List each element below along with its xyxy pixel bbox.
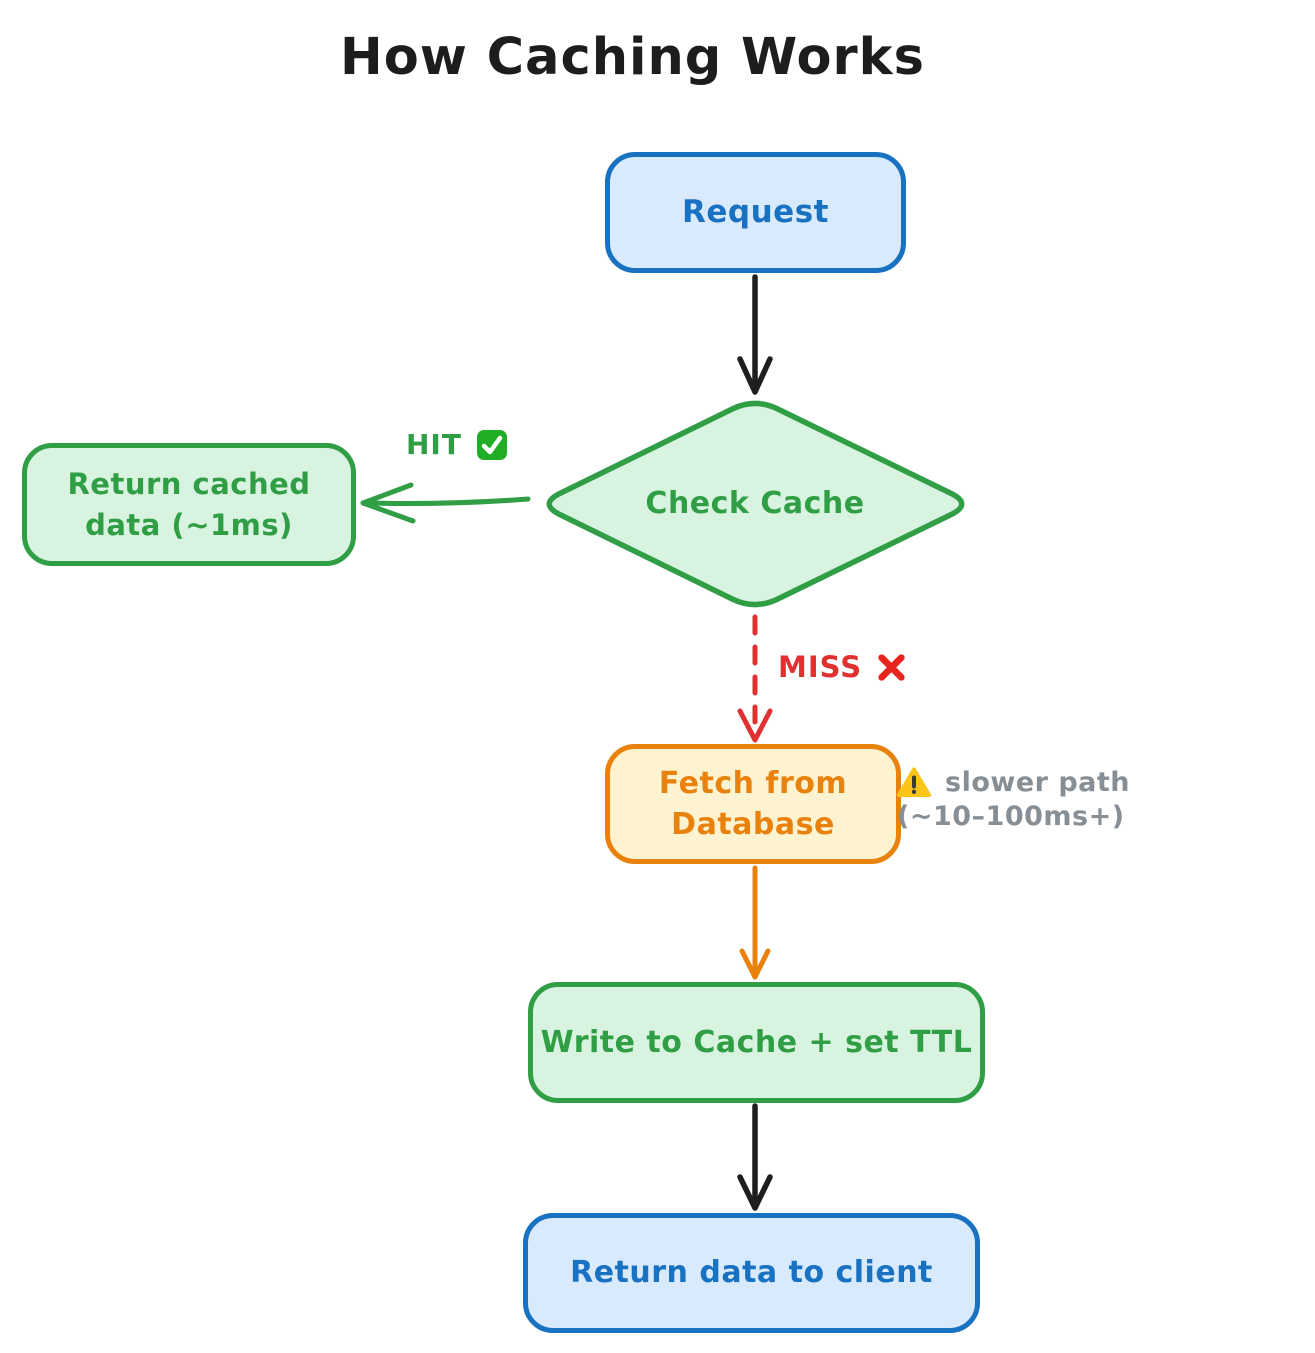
edge-write-cache-to-return-client — [737, 1103, 773, 1211]
miss-label-text: MISS — [778, 650, 863, 684]
edge-fetch-db-to-write-cache — [739, 865, 771, 980]
node-return-client: Return data to client — [523, 1213, 980, 1333]
node-fetch-db: Fetch from Database — [605, 744, 901, 864]
node-return-client-label: Return data to client — [570, 1255, 933, 1291]
node-return-cached-label: Return cached data (~1ms) — [67, 467, 311, 542]
slower-path-latency: (~10–100ms+) — [897, 800, 1125, 832]
node-return-cached: Return cached data (~1ms) — [22, 443, 356, 566]
hit-label-text: HIT — [406, 428, 462, 461]
slower-path-note-line1: slower path — [897, 766, 1130, 800]
check-mark-icon — [476, 429, 507, 460]
page-title: How Caching Works — [340, 28, 925, 87]
node-request-label: Request — [682, 194, 829, 231]
node-request: Request — [605, 152, 906, 273]
node-write-cache-label: Write to Cache + set TTL — [540, 1024, 973, 1060]
node-check-cache-label: Check Cache — [645, 486, 865, 521]
edge-check-cache-to-return-cached — [360, 482, 531, 524]
warning-triangle-icon — [897, 767, 931, 798]
edge-request-to-check-cache — [737, 274, 773, 395]
node-write-cache: Write to Cache + set TTL — [528, 982, 985, 1103]
edge-check-cache-to-fetch-db — [737, 614, 773, 743]
slower-path-note: slower path (~10–100ms+) — [897, 766, 1130, 834]
slower-path-text: slower path — [945, 767, 1131, 798]
edge-label-miss: MISS — [778, 650, 907, 684]
cross-mark-icon — [878, 653, 905, 681]
edge-label-hit: HIT — [406, 428, 508, 461]
node-fetch-db-label: Fetch from Database — [658, 765, 848, 842]
